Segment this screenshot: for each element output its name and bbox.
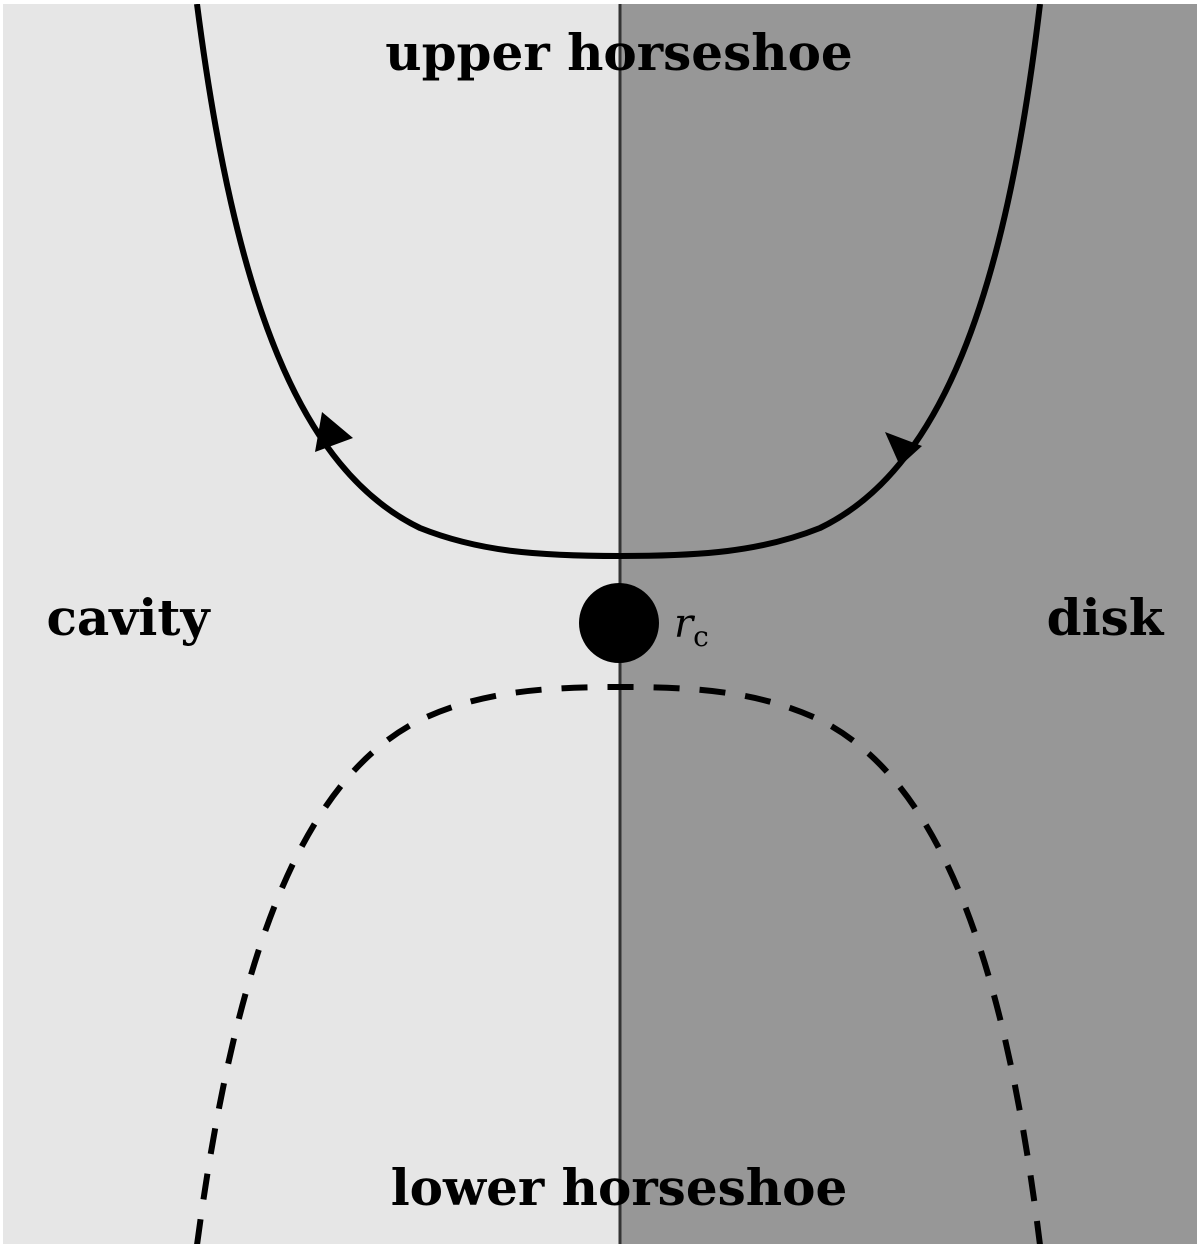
- disk-region: [620, 4, 1197, 1245]
- radius-symbol: r: [674, 601, 696, 647]
- upper-horseshoe-label: upper horseshoe: [385, 23, 853, 82]
- cavity-label: cavity: [46, 588, 211, 647]
- upper-orbit-arrow-left-icon: [315, 412, 353, 452]
- upper-orbit-arrow-right-icon: [885, 432, 922, 466]
- companion-body: [579, 583, 659, 663]
- lower-horseshoe-orbit: [194, 683, 1043, 1246]
- cavity-region: [3, 4, 620, 1245]
- disk-label: disk: [1047, 588, 1165, 647]
- radius-subscript: c: [693, 620, 709, 653]
- radius-label: rc: [674, 601, 709, 653]
- upper-horseshoe-orbit: [194, 3, 1043, 560]
- lower-horseshoe-label: lower horseshoe: [391, 1158, 848, 1217]
